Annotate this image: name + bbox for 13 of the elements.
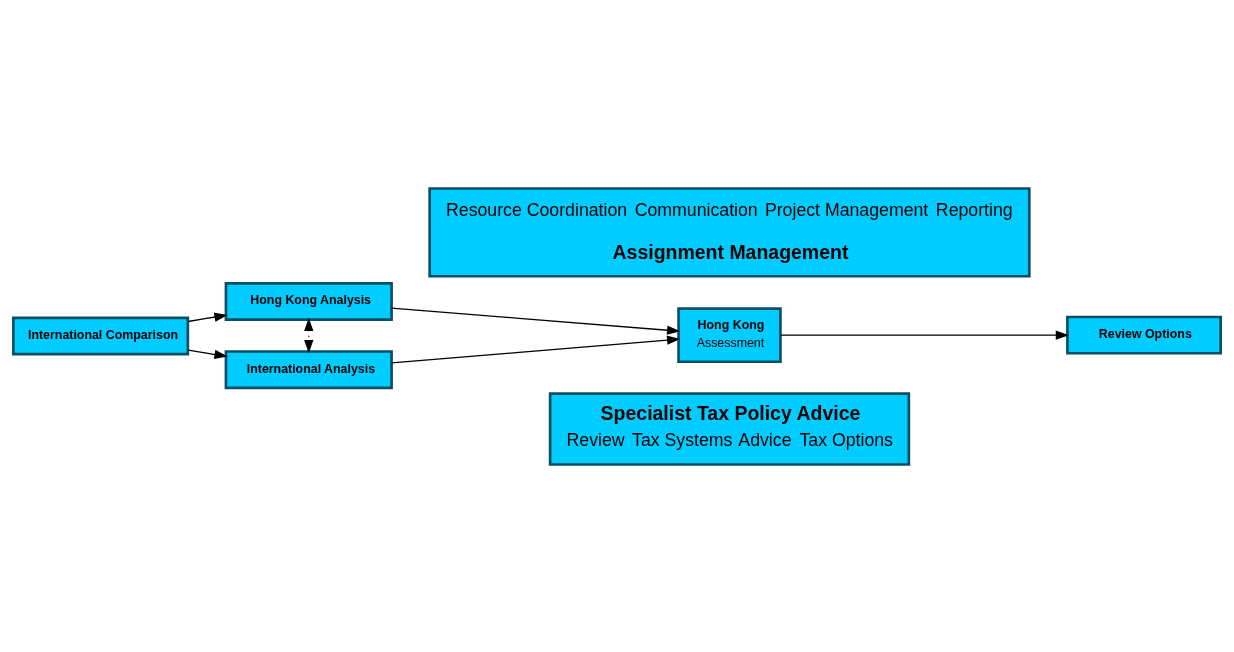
node-box: Resource Coordination Communication Project Management Reporting Assignment Management [428,186,1031,278]
node-box: Review Options [1066,315,1222,355]
arrow [779,330,1070,340]
arrow [187,349,228,359]
arrow [391,306,681,335]
arrow [304,317,314,353]
node-box: Hong Kong Analysis [224,281,393,321]
arrow [391,335,681,364]
node-box: International Analysis [224,349,393,389]
node-box: International Comparison [12,316,190,355]
node-box: Specialist Tax Policy Advice Review Tax Systems Advice Tax Options [548,391,911,466]
node-box: Hong Kong Assessment [677,306,782,363]
arrow [187,312,228,322]
